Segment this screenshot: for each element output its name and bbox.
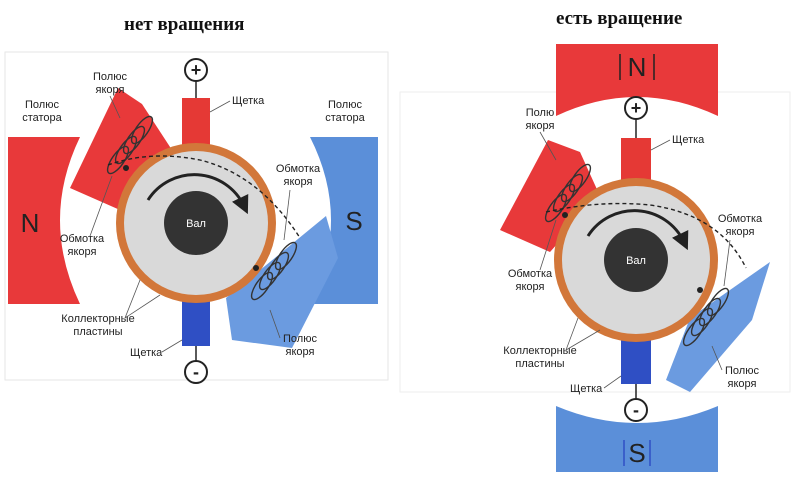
left-label-winding-right-1: Обмотка [276, 163, 321, 175]
right-winding-lower [682, 287, 730, 347]
right-title: есть вращение [556, 8, 683, 29]
left-stator-north [8, 137, 80, 304]
right-winding-upper [544, 163, 592, 223]
left-label-stator-left-1: Полюс [25, 99, 59, 111]
right-stator-north [556, 44, 718, 116]
left-current-path [107, 155, 301, 239]
right-brush-bottom [621, 336, 651, 384]
left-minus-sign: - [193, 362, 199, 382]
left-label-winding-right-2: якоря [284, 176, 313, 188]
left-junction-2 [253, 265, 259, 271]
left-label-winding-left-1: Обмотка [60, 233, 105, 245]
left-brush-bottom [182, 300, 210, 346]
right-label-brush-top: Щетка [672, 134, 705, 146]
right-label-collector-2: пластины [515, 358, 564, 370]
right-label-collector-1: Коллекторные [503, 345, 576, 357]
left-winding-lower [250, 241, 298, 301]
left-south-label: S [345, 206, 362, 236]
left-leader-lines [89, 95, 291, 353]
left-shaft-label: Вал [186, 218, 206, 230]
right-label-pole-anchor-bottom-2: якоря [728, 378, 757, 390]
left-label-brush-bottom: Щетка [130, 347, 163, 359]
left-label-stator-left-2: статора [22, 112, 62, 124]
right-label-winding-left-2: якоря [516, 281, 545, 293]
right-label-brush-bottom: Щетка [570, 383, 603, 395]
right-anchor-pole-blue [666, 262, 770, 392]
right-brush-top [621, 138, 651, 182]
right-label-winding-left-1: Обмотка [508, 268, 553, 280]
right-north-label: N [628, 52, 647, 82]
left-label-pole-anchor-2: якоря [96, 84, 125, 96]
left-plus-sign: + [191, 60, 202, 80]
right-label-winding-right-1: Обмотка [718, 213, 763, 225]
left-north-label: N [21, 208, 40, 238]
left-shaft [164, 191, 228, 255]
left-rotation-arrow [146, 173, 249, 215]
right-leader-lines [539, 131, 731, 389]
right-plus-sign: + [631, 98, 642, 118]
right-label-winding-right-2: якоря [726, 226, 755, 238]
left-label-stator-right-1: Полюс [328, 99, 362, 111]
right-label-pole-anchor-bottom-1: Полюс [725, 365, 759, 377]
left-label-pole-anchor-1: Полюс [93, 71, 127, 83]
right-label-pole-anchor-1: Полю [526, 107, 554, 119]
left-title: нет вращения [124, 14, 245, 35]
right-label-pole-anchor-2: якоря [526, 120, 555, 132]
left-label-stator-right-2: статора [325, 112, 365, 124]
left-winding-upper [106, 115, 154, 175]
left-label-brush-top: Щетка [232, 95, 265, 107]
left-brush-top [182, 98, 210, 146]
left-label-collector-1: Коллекторные [61, 313, 134, 325]
right-diagram: + - N S Вал Полю якоря Щетка Обмотка яко… [399, 44, 791, 472]
right-rotation-arrow [586, 209, 689, 251]
left-label-winding-left-2: якоря [68, 246, 97, 258]
left-diagram: + - N S Вал Полюс якоря Полюс статора Ще… [4, 51, 389, 384]
left-label-collector-2: пластины [73, 326, 122, 338]
right-minus-sign: - [633, 400, 639, 420]
right-junction-2 [697, 287, 703, 293]
left-junction-1 [123, 165, 129, 171]
right-shaft-label: Вал [626, 255, 646, 267]
left-anchor-pole-blue [226, 216, 338, 348]
left-label-pole-anchor-bottom-2: якоря [286, 346, 315, 358]
right-current-path [545, 202, 747, 269]
left-label-pole-anchor-bottom-1: Полюс [283, 333, 317, 345]
right-stator-south [556, 406, 718, 472]
right-shaft [604, 228, 668, 292]
right-junction-1 [562, 212, 568, 218]
right-south-label: S [628, 438, 645, 468]
